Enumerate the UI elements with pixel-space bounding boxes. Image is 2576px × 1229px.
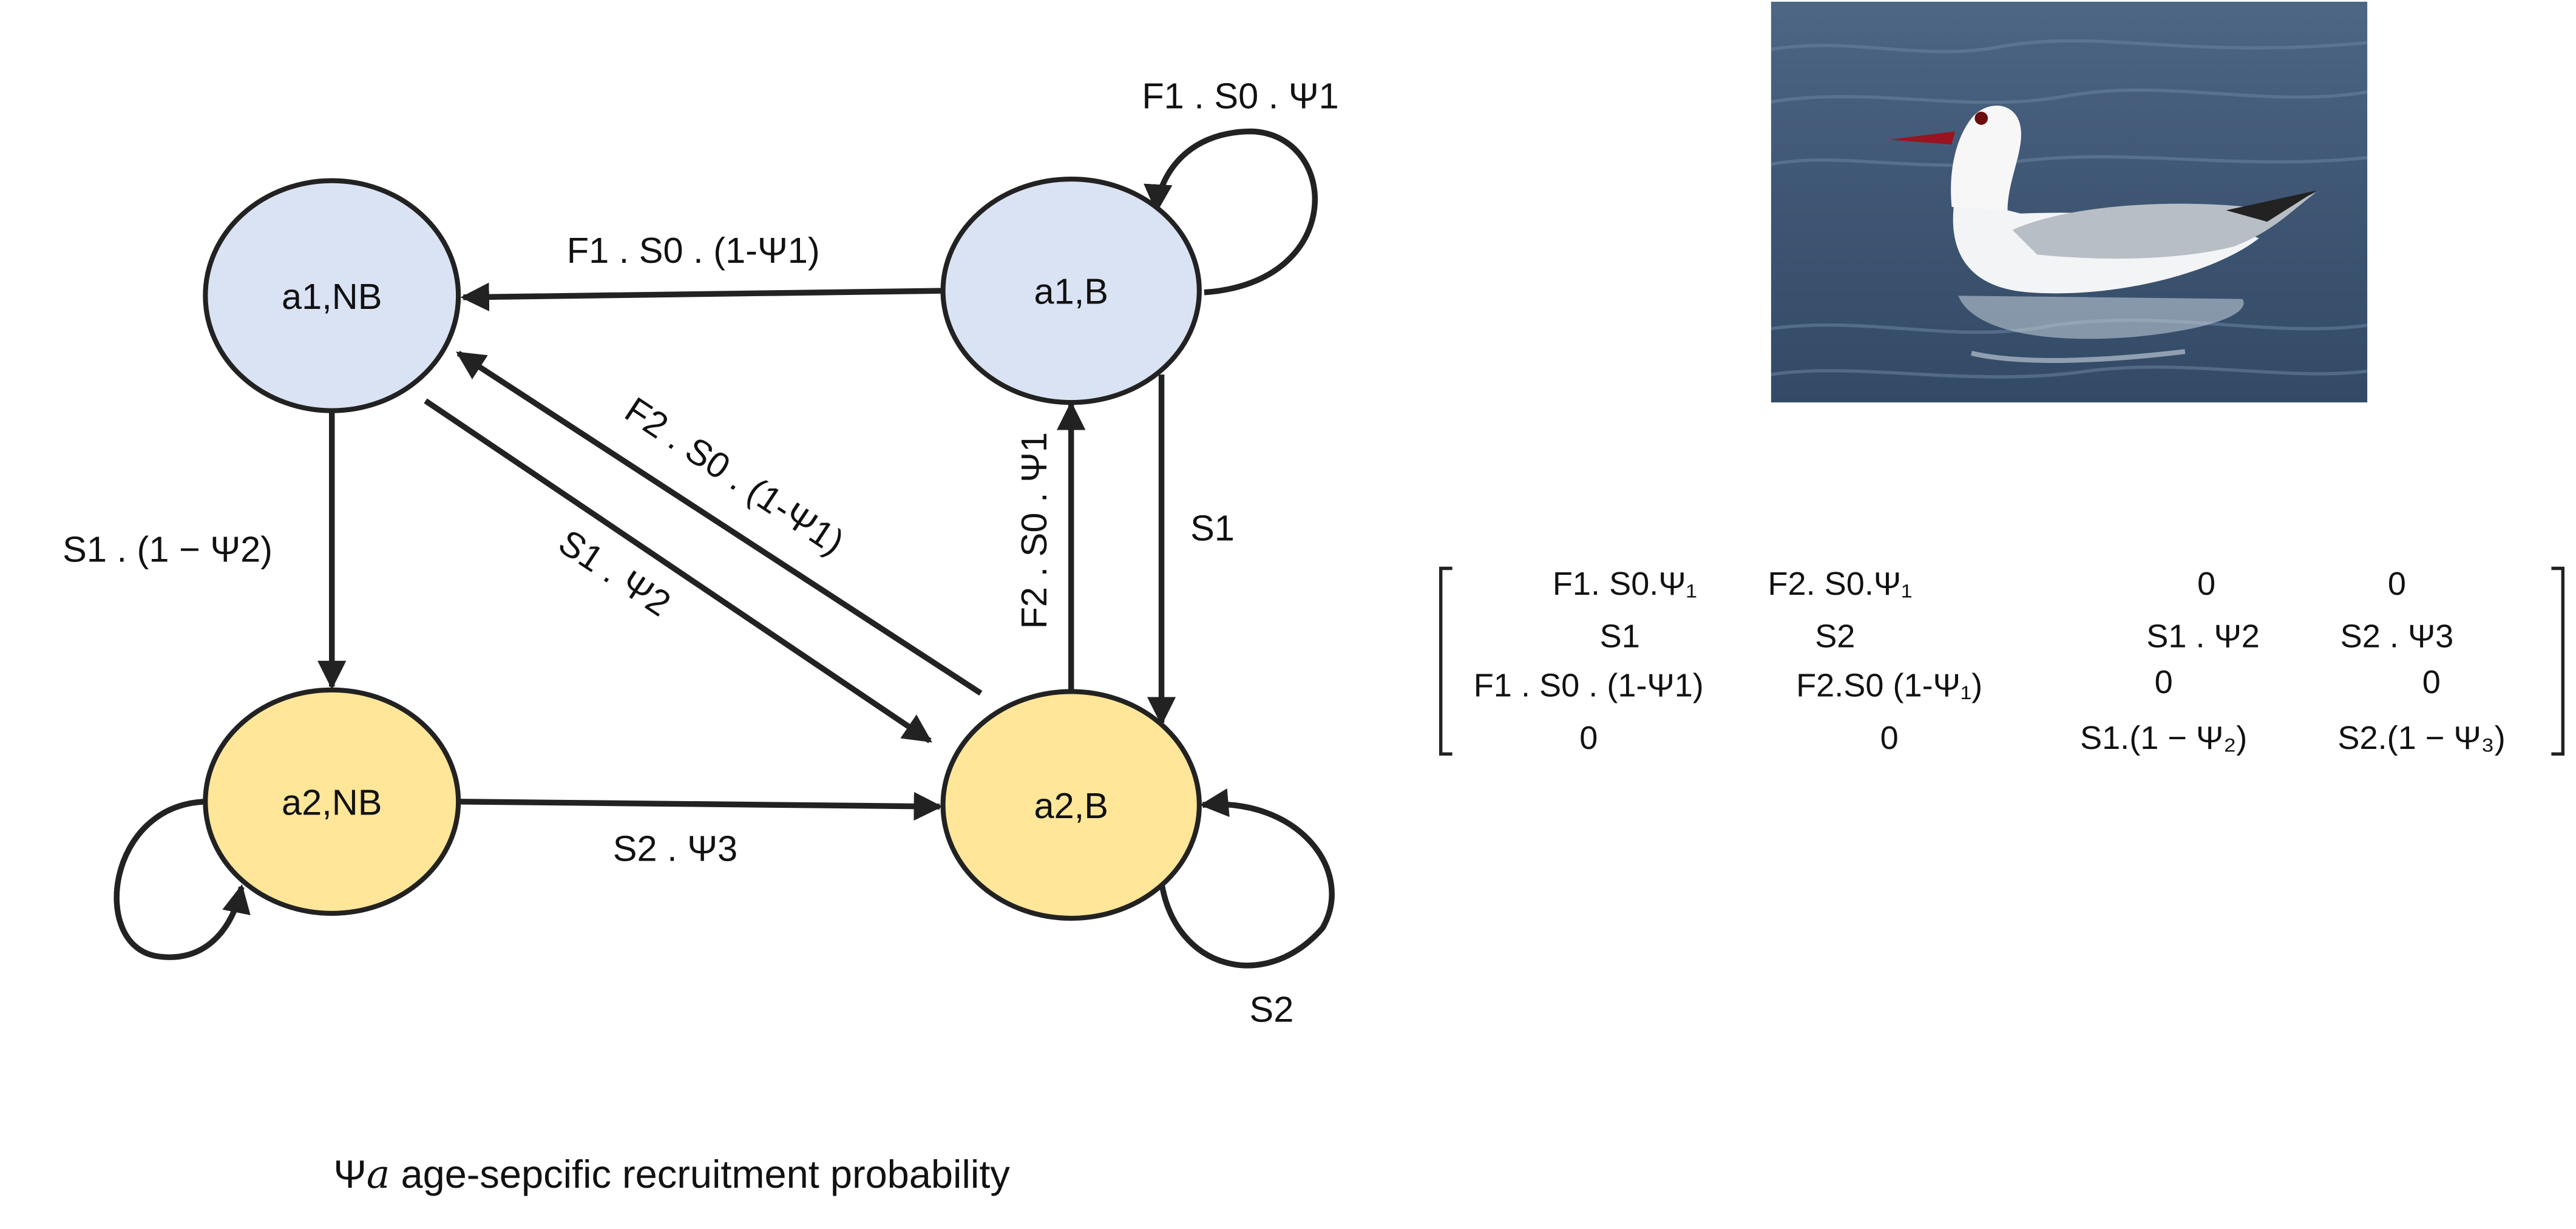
matrix-cell: S2 . Ψ3 xyxy=(2340,618,2454,654)
caption-symbol: Ψ xyxy=(333,1152,366,1196)
matrix-cell: 0 xyxy=(2155,664,2173,700)
matrix-cell: 0 xyxy=(2422,664,2441,700)
edges xyxy=(114,128,1335,969)
node-a1b-label: a1,B xyxy=(1034,271,1108,312)
caption-symbol-subscript: a xyxy=(367,1152,390,1197)
matrix-cell: S2 xyxy=(1815,618,1855,654)
matrix-cell: 0 xyxy=(2388,566,2406,602)
caption-text: age-sepcific recruitment probability xyxy=(390,1152,1010,1196)
label-a1b-self: F1 . S0 . Ψ1 xyxy=(1142,76,1338,117)
matrix-cell: S1.(1 − Ψ₂) xyxy=(2080,720,2247,756)
matrix-cell: F1 . S0 . (1-Ψ1) xyxy=(1474,668,1704,704)
edge-a2b-self-loop xyxy=(1158,788,1335,969)
label-a2b-to-a1nb: F2 . S0 . (1-Ψ1) xyxy=(618,389,852,563)
edge-a1b-self-loop xyxy=(1144,128,1318,296)
edge-a1b-to-a1nb xyxy=(460,282,943,311)
matrix-cell: F2. S0.Ψ₁ xyxy=(1768,566,1912,602)
matrix-cell: 0 xyxy=(1579,720,1598,756)
gull-photo xyxy=(1771,1,2368,403)
legend-caption: Ψa age-sepcific recruitment probability xyxy=(333,1152,1010,1197)
node-a2b: a2,B xyxy=(940,689,1202,921)
label-a2b-to-a1b: F2 . S0 . Ψ1 xyxy=(1014,432,1054,629)
edge-a2b-to-a1nb xyxy=(456,350,983,696)
matrix-cell: S1 xyxy=(1600,618,1640,654)
matrix-right-bracket xyxy=(2551,566,2565,756)
node-a1b: a1,B xyxy=(940,176,1202,405)
matrix-cell: F1. S0.Ψ₁ xyxy=(1553,566,1697,602)
matrix-cell: F2.S0 (1-Ψ₁) xyxy=(1796,668,1982,704)
matrix-cell: 0 xyxy=(1880,720,1899,756)
node-a2nb-label: a2,NB xyxy=(282,782,382,822)
node-a2b-label: a2,B xyxy=(1034,785,1108,826)
matrix-cell: S2.(1 − Ψ₃) xyxy=(2337,720,2505,756)
node-a1nb: a1,NB xyxy=(203,178,461,413)
matrix-cell: 0 xyxy=(2197,566,2215,602)
edge-a2nb-self-loop xyxy=(114,799,251,960)
label-a1b-to-a1nb: F1 . S0 . (1-Ψ1) xyxy=(567,230,820,271)
node-a2nb: a2,NB xyxy=(203,687,461,916)
matrix-left-bracket xyxy=(1439,566,1452,756)
label-a2b-self: S2 xyxy=(1250,989,1294,1030)
edge-a1nb-to-a2b xyxy=(424,398,932,743)
nodes: a1,NB a1,B a2,NB a2,B xyxy=(203,176,1202,921)
label-a2nb-to-a2b: S2 . Ψ3 xyxy=(613,828,737,868)
matrix-cell: S1 . Ψ2 xyxy=(2146,618,2260,654)
label-a1nb-to-a2b: S1 . Ψ2 xyxy=(552,521,678,624)
edge-a2nb-to-a2b xyxy=(459,791,943,821)
label-a1nb-to-a2nb: S1 . (1 − Ψ2) xyxy=(63,529,273,570)
transition-matrix: F1. S0.Ψ₁ F2. S0.Ψ₁ 0 0 S1 S2 S1 . Ψ2 S2… xyxy=(1439,566,2565,756)
label-a1b-to-a2b: S1 xyxy=(1190,507,1235,548)
node-a1nb-label: a1,NB xyxy=(282,276,382,317)
